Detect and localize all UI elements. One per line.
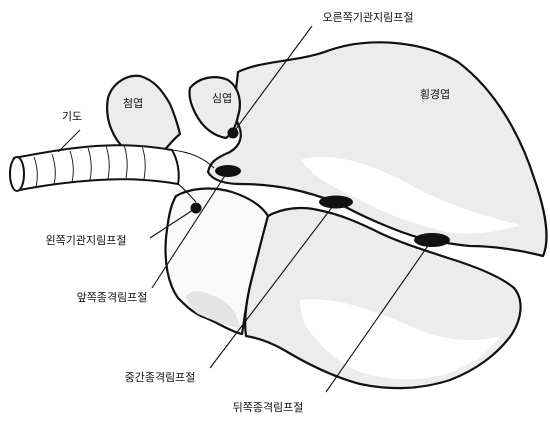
label-diaphragmatic-lobe: 횡경엽 [420, 88, 450, 101]
label-trachea: 기도 [62, 110, 82, 123]
label-cardiac-lobe: 심엽 [212, 92, 232, 105]
leader-left-tracheobronchial [149, 207, 197, 239]
trachea-opening [9, 156, 25, 192]
trachea-bifurcation [171, 149, 215, 203]
label-apical-lobe: 첨엽 [123, 97, 143, 110]
accessory-lobe-highlight [300, 299, 500, 380]
label-left-tracheobronchial-ln: 왼쪽기관지림프절 [46, 233, 127, 247]
label-middle-mediastinal-ln: 중간종격림프절 [125, 371, 196, 384]
leader-cranial-mediastinal [151, 170, 229, 289]
label-caudal-mediastinal-ln: 뒤쪽종격림프절 [233, 401, 304, 414]
label-cranial-mediastinal-ln: 앞쪽종격림프절 [77, 291, 148, 304]
leader-right-tracheobronchial [232, 25, 313, 134]
leader-caudal-mediastinal [325, 239, 433, 393]
label-right-tracheobronchial-ln: 오른쪽기관지림프절 [322, 11, 413, 24]
diaphragmatic-lobe-highlight [300, 157, 520, 234]
trachea-rings [33, 144, 146, 188]
trachea-tube [12, 144, 180, 192]
leader-middle-mediastinal [209, 201, 337, 369]
left-lower-lobe-lowlight [186, 291, 240, 328]
leader-trachea [57, 129, 81, 153]
